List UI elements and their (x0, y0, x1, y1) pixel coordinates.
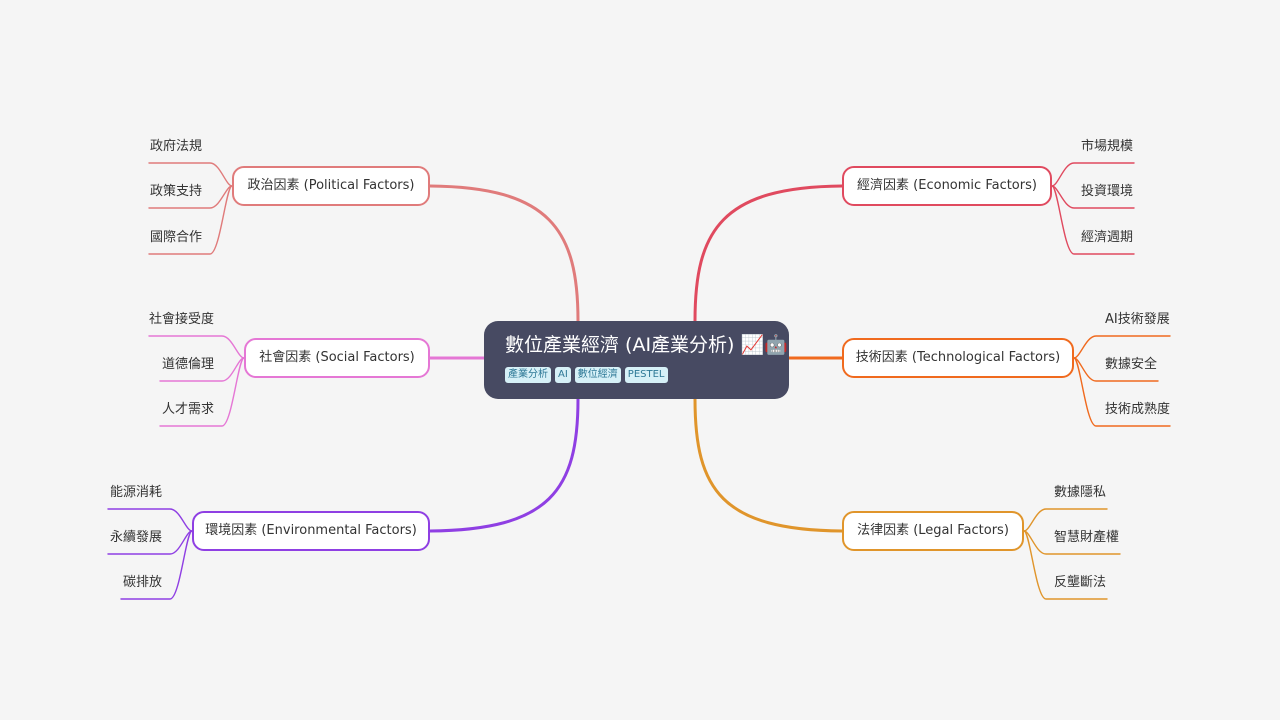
connector-social-leaf (159, 357, 245, 427)
leaf-item[interactable]: 國際合作 (150, 230, 203, 245)
connector-technological-leaf (1073, 335, 1171, 359)
connector-legal-leaf (1023, 508, 1108, 532)
connector-legal-leaf (1023, 530, 1108, 600)
connector-economic-leaf (1051, 162, 1135, 187)
leaf-item[interactable]: 技術成熟度 (1105, 402, 1171, 417)
connector-environmental-leaf (107, 508, 193, 532)
tag[interactable]: AI (555, 367, 571, 383)
leaf-item[interactable]: 碳排放 (123, 575, 163, 590)
connector-economic-leaf (1051, 185, 1135, 255)
leaf-item[interactable]: 智慧財產權 (1054, 530, 1120, 545)
leaf-item[interactable]: AI技術發展 (1105, 312, 1170, 327)
leaf-item[interactable]: 數據安全 (1105, 357, 1158, 372)
leaf-item[interactable]: 社會接受度 (149, 312, 215, 327)
tag[interactable]: PESTEL (624, 367, 668, 383)
leaf-item[interactable]: 市場規模 (1081, 139, 1134, 154)
leaf-item[interactable]: 人才需求 (162, 402, 215, 417)
branch-political[interactable]: 政治因素 (Political Factors) (232, 166, 430, 206)
leaf-item[interactable]: 政策支持 (150, 184, 203, 199)
connector-environmental-leaf (120, 530, 193, 600)
connector-technological-leaf (1073, 357, 1171, 427)
connector-root-economic (693, 184, 844, 323)
tag[interactable]: 數位經濟 (574, 367, 621, 383)
branch-economic[interactable]: 經濟因素 (Economic Factors) (842, 166, 1052, 206)
branch-technological[interactable]: 技術因素 (Technological Factors) (842, 338, 1074, 378)
leaf-item[interactable]: 投資環境 (1081, 184, 1134, 199)
connector-social-leaf (148, 335, 245, 359)
branch-environmental[interactable]: 環境因素 (Environmental Factors) (192, 511, 430, 551)
connector-political-leaf (148, 162, 233, 187)
connector-root-legal (693, 397, 844, 533)
branch-social[interactable]: 社會因素 (Social Factors) (244, 338, 430, 378)
tag[interactable]: 產業分析 (505, 367, 551, 383)
leaf-item[interactable]: 經濟週期 (1081, 230, 1134, 245)
branch-legal[interactable]: 法律因素 (Legal Factors) (842, 511, 1024, 551)
leaf-item[interactable]: 政府法規 (150, 139, 203, 154)
connector-political-leaf (148, 185, 233, 255)
leaf-item[interactable]: 道德倫理 (162, 357, 215, 372)
connector-root-environmental (428, 397, 580, 533)
leaf-item[interactable]: 永續發展 (110, 530, 163, 545)
connector-root-political (428, 184, 580, 323)
central-topic-title: 數位產業經濟 (AI產業分析) 📈🤖 (505, 334, 788, 356)
leaf-item[interactable]: 能源消耗 (110, 485, 163, 500)
leaf-item[interactable]: 反壟斷法 (1054, 575, 1107, 590)
leaf-item[interactable]: 數據隱私 (1054, 485, 1107, 500)
